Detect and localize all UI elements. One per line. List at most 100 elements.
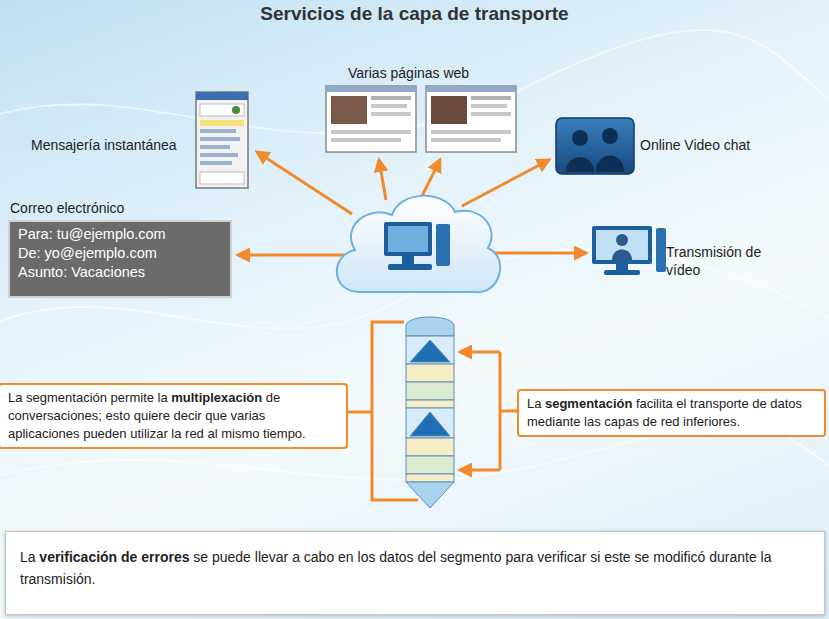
art-rect [406,474,454,482]
art-rect [200,153,238,157]
art-line [460,469,500,472]
art-rect [196,92,248,100]
icon-label: Mensajería instantánea [31,136,196,154]
art-rect [406,400,454,408]
art-rect [402,256,414,264]
art-g [346,322,518,500]
art-line [238,254,344,257]
art-rect [331,138,401,142]
art-line [420,160,440,200]
art-path [596,156,624,173]
art-rect [616,264,628,270]
email-box: Correo electrónicoPara: tu@ejemplo.comDe… [8,199,232,298]
art-rect [406,364,454,382]
art-rect [200,104,244,116]
note-box: Laverificación de erroresse puede llevar… [5,531,825,615]
art-polygon [410,340,450,362]
art-line [257,152,352,214]
art-rect [431,138,501,142]
art-rect [384,222,432,256]
body-text: La [20,549,36,565]
art-rect [436,224,450,266]
email-line: De: yo@ejemplo.com [18,244,222,263]
art-rect [200,172,244,184]
email-panel: Para: tu@ejemplo.comDe: yo@ejemplo.comAs… [8,220,232,298]
art-path [566,157,594,172]
art-circle [602,128,618,144]
art-rect [326,86,416,152]
art-rect [200,145,230,149]
art-rect [604,270,640,275]
art-line [346,411,372,414]
art-polyline [372,322,418,500]
art-rect [406,438,454,456]
art-line [500,410,518,413]
art-g [0,30,829,480]
art-path [406,482,454,508]
art-rect [426,86,516,152]
art-rect [388,226,428,252]
art-rect [371,96,411,100]
email-line: Para: tu@ejemplo.com [18,225,222,244]
art-g [326,86,516,152]
art-line [379,160,386,200]
bold-term: segmentación [545,396,632,411]
art-g [196,92,248,188]
callout-box: Lasegmentaciónfacilita el transporte de … [517,389,826,437]
art-rect [200,120,244,126]
art-circle [232,106,240,114]
art-rect [406,336,454,364]
paragraph: La segmentación permite lamultiplexación… [8,389,338,443]
art-path [612,250,632,261]
diagram-title: Servicios de la capa de transporte [0,3,829,25]
art-rect [471,96,511,100]
art-polygon [410,412,450,436]
art-g [337,196,500,292]
art-rect [406,456,454,474]
email-line: Asunto: Vacaciones [18,263,222,282]
art-g [406,317,454,508]
art-g [592,226,666,275]
art-rect [406,382,454,400]
art-rect [471,112,511,116]
art-line [460,351,500,354]
art-rect [406,408,454,438]
paragraph: Laverificación de erroresse puede llevar… [20,546,810,590]
art-rect [592,226,652,264]
art-circle [616,234,628,246]
art-rect [388,264,432,270]
callout-box: La segmentación permite lamultiplexación… [0,383,348,449]
art-rect [426,86,516,92]
art-rect [556,118,634,174]
art-line [488,252,586,255]
art-g [460,352,500,470]
art-rect [471,104,507,108]
art-rect [200,129,236,133]
art-rect [326,86,416,92]
email-heading: Correo electrónico [8,199,232,217]
art-rect [431,130,511,134]
art-rect [196,92,248,188]
paragraph: Lasegmentaciónfacilita el transporte de … [527,395,816,431]
art-rect [431,96,467,124]
art-g [556,118,634,174]
bold-term: verificación de errores [39,549,189,565]
art-path [406,317,454,336]
art-circle [572,130,588,146]
art-rect [371,112,411,116]
art-rect [596,230,648,260]
icon-label: Online Video chat [640,136,790,154]
body-text: La [527,396,541,411]
body-text: La segmentación permite la [8,390,168,405]
icon-label: Transmisión de vídeo [666,243,776,279]
art-rect [331,130,411,134]
art-rect [331,96,367,124]
art-line [462,160,549,206]
art-path [337,196,500,292]
art-rect [200,161,232,165]
art-rect [656,228,666,272]
bold-term: multiplexación [171,390,262,405]
art-rect [371,104,407,108]
art-rect [200,137,240,141]
